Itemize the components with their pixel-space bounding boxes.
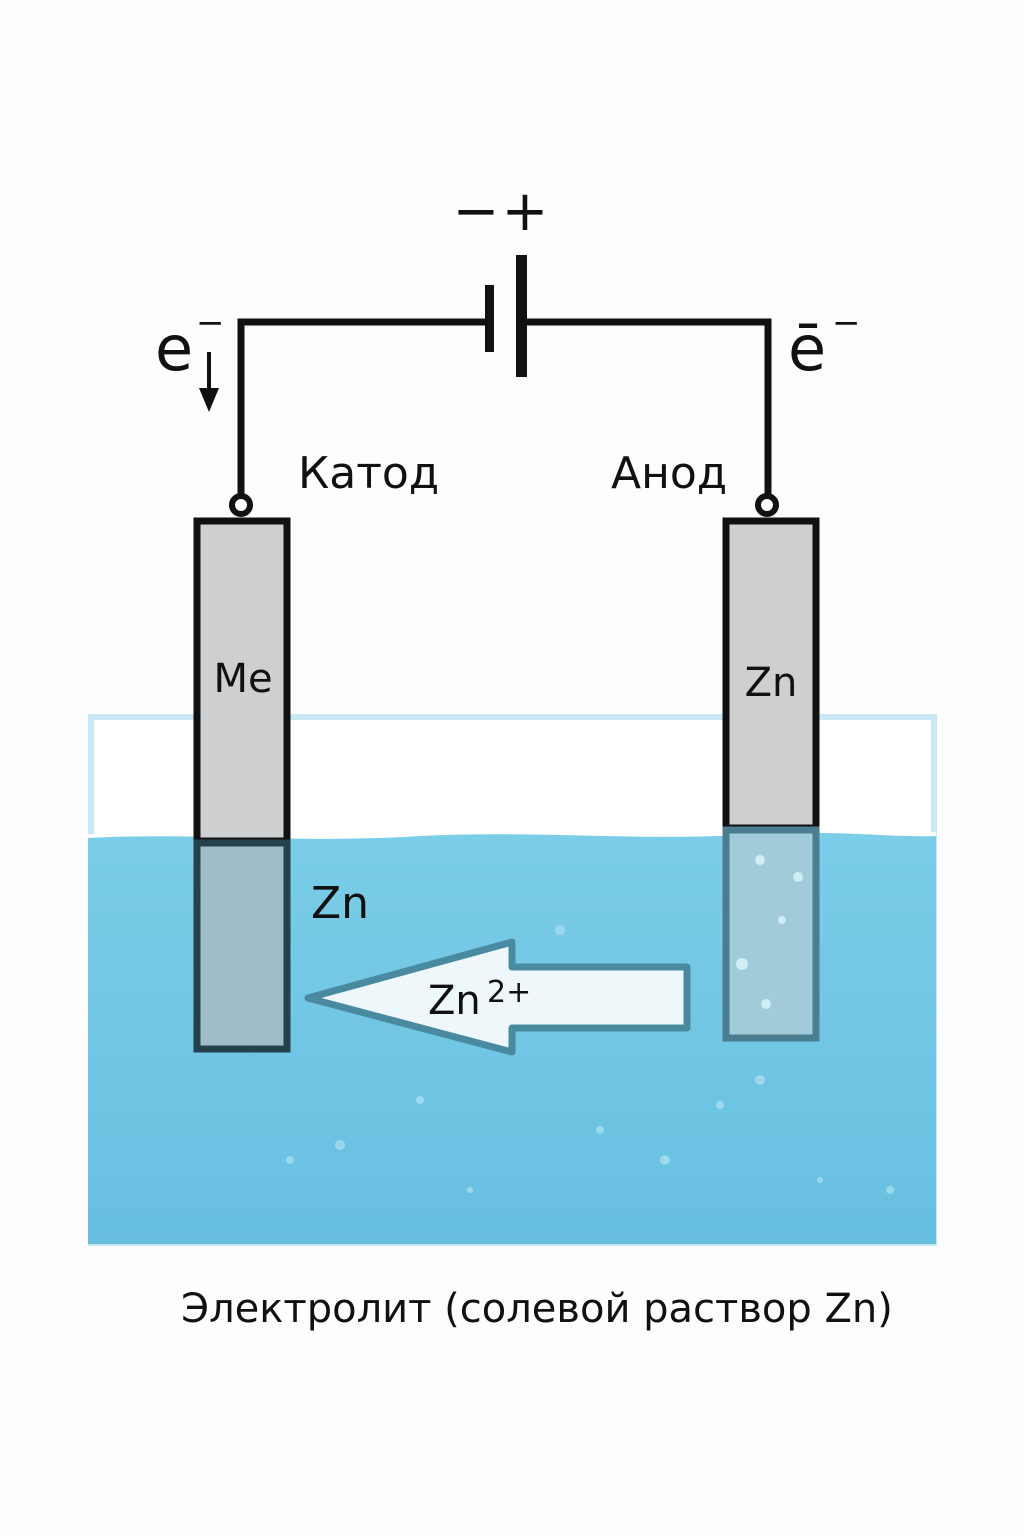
wire-right <box>521 318 772 497</box>
battery-positive-plate <box>516 255 527 377</box>
battery-negative-plate <box>485 285 494 352</box>
anode-terminal <box>755 493 779 517</box>
cathode-terminal <box>229 493 253 517</box>
battery-minus-sign: − <box>453 179 500 244</box>
zinc-deposit-label: Zn <box>311 878 369 929</box>
electron-left-symbol: e <box>155 312 193 385</box>
cathode-label: Катод <box>298 448 439 499</box>
bubbles <box>286 925 894 1194</box>
anode-metal-label: Zn <box>745 660 798 706</box>
electron-left-charge: − <box>196 303 225 343</box>
wire-left <box>237 318 489 497</box>
zinc-ion-label: Zn <box>428 978 481 1024</box>
cathode-metal-label: Me <box>213 656 272 702</box>
electron-flow-arrow-icon <box>199 352 219 412</box>
anode-label: Анод <box>611 448 727 499</box>
ion-migration-arrow-icon <box>304 938 691 1056</box>
zinc-ion-charge: 2+ <box>487 975 531 1010</box>
anode-electrode <box>722 517 820 1042</box>
cathode-electrode <box>193 517 291 1053</box>
electrolyte-caption: Электролит (солевой раствор Zn) <box>181 1286 893 1332</box>
electron-right-charge: − <box>832 303 861 343</box>
electron-right-symbol: ē <box>788 312 826 385</box>
battery-plus-sign: + <box>502 179 549 244</box>
